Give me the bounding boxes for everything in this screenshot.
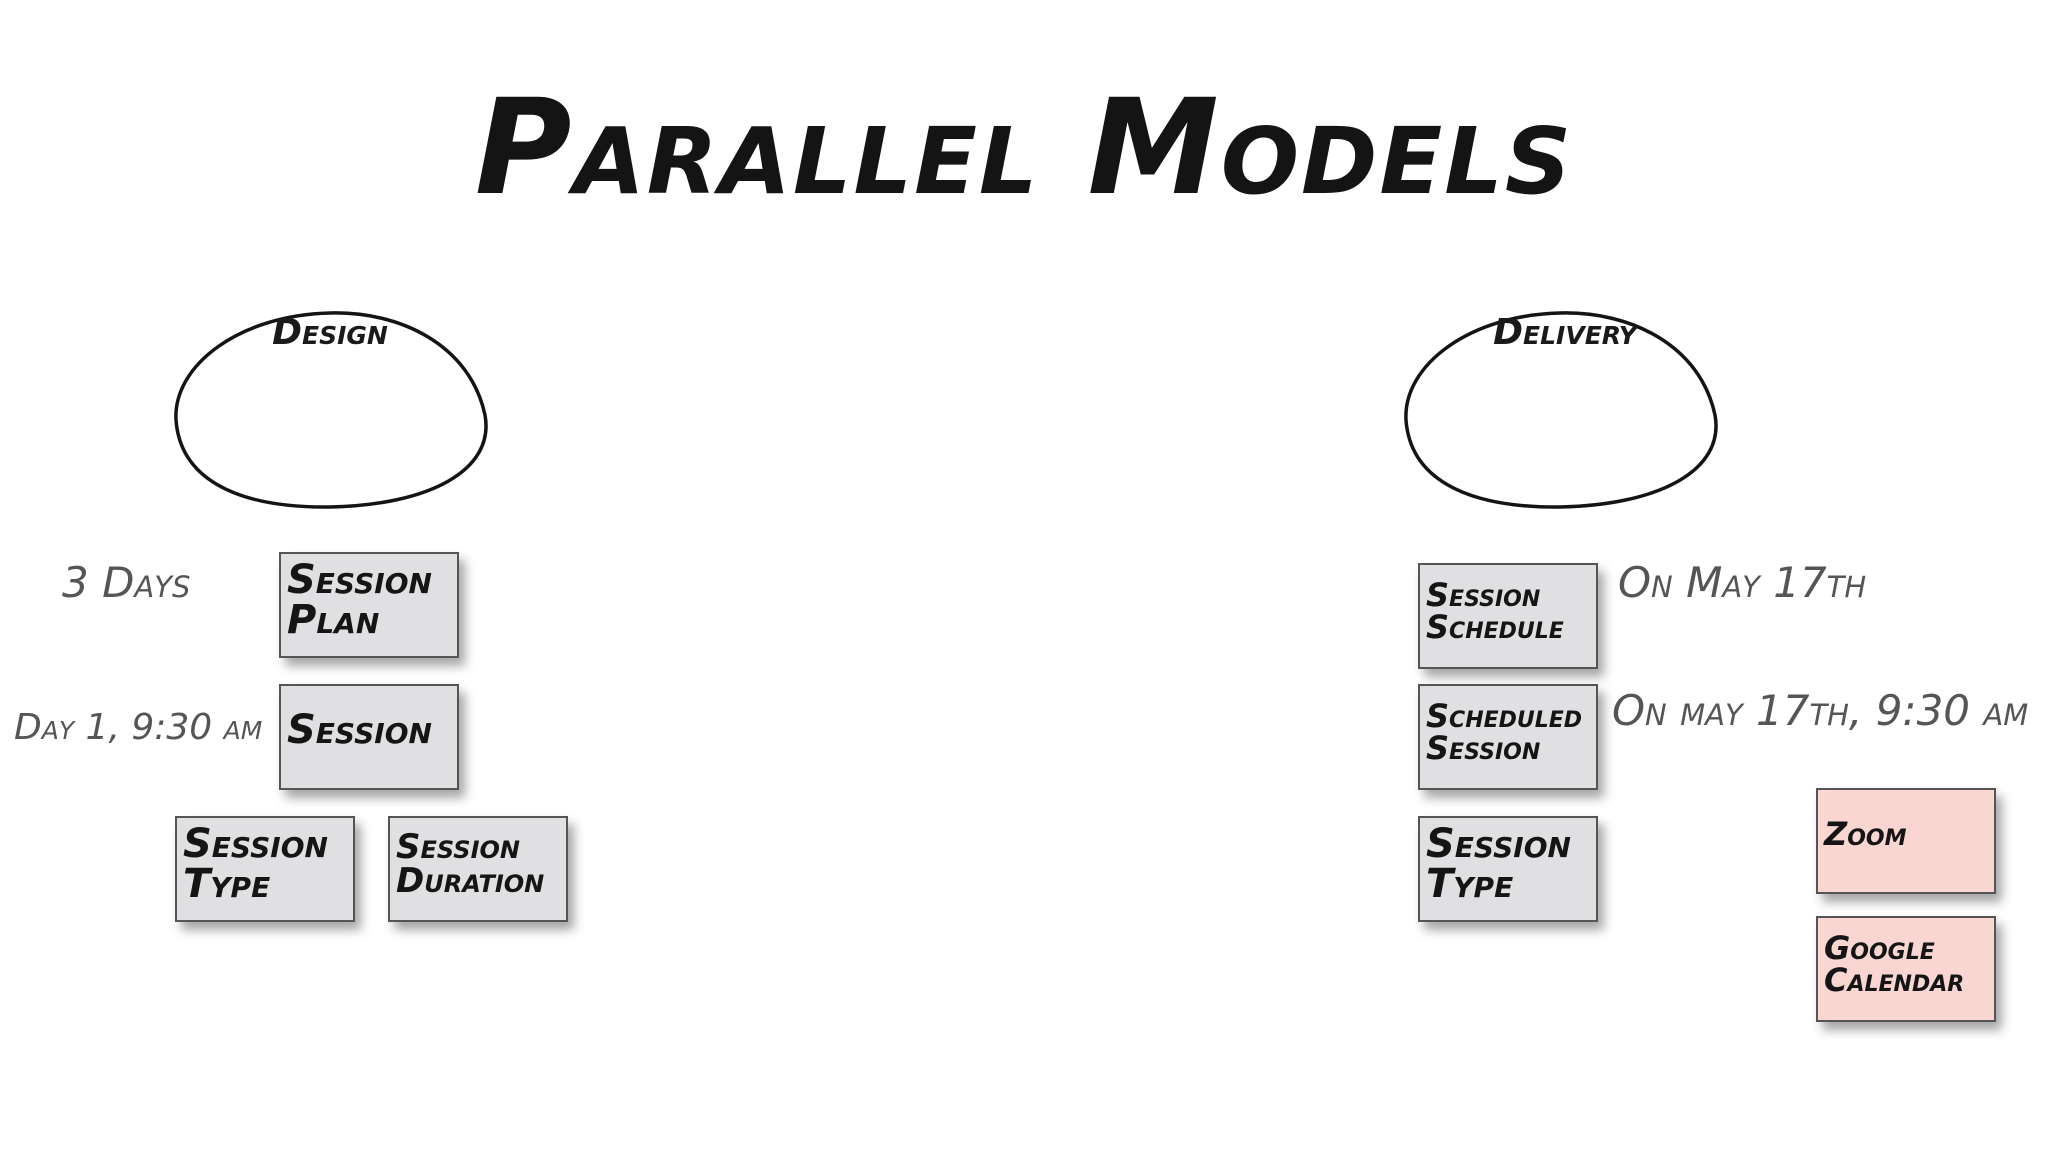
- session-duration-card: Session Duration: [388, 816, 568, 922]
- design-session-type-card: Session Type: [175, 816, 355, 922]
- design-time-note: Day 1, 9:30 am: [14, 707, 263, 748]
- session-plan-card: Session Plan: [279, 552, 459, 658]
- page-title: Parallel Models: [474, 71, 1574, 225]
- session-card: Session: [279, 684, 459, 790]
- scheduled-session-card: Scheduled Session: [1418, 684, 1598, 790]
- delivery-label: Delivery: [1493, 312, 1637, 353]
- delivery-datetime-note: On may 17th, 9:30 am: [1612, 686, 2029, 735]
- design-label: Design: [272, 312, 388, 353]
- google-calendar-card: Google Calendar: [1816, 916, 1996, 1022]
- design-blob: [174, 311, 488, 509]
- delivery-date-note: On May 17th: [1618, 558, 1867, 607]
- design-duration-note: 3 Days: [62, 558, 191, 607]
- delivery-session-type-card: Session Type: [1418, 816, 1598, 922]
- session-schedule-card: Session Schedule: [1418, 563, 1598, 669]
- delivery-blob: [1404, 311, 1718, 509]
- zoom-card: Zoom: [1816, 788, 1996, 894]
